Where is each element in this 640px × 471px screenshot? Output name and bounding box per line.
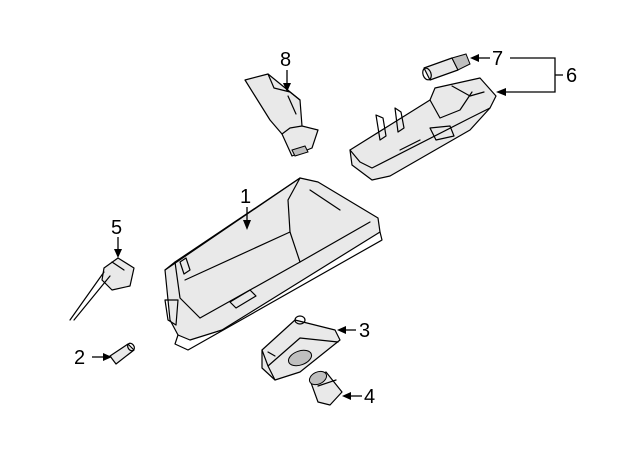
leader-6 <box>496 57 563 96</box>
leader-4 <box>342 392 362 400</box>
callout-7: 7 <box>492 48 503 70</box>
leader-8 <box>283 70 291 92</box>
leader-1 <box>243 207 251 230</box>
callout-1: 1 <box>240 186 251 208</box>
leader-3 <box>337 326 356 334</box>
callout-4: 4 <box>364 386 375 408</box>
part-5-damper[interactable] <box>69 257 135 321</box>
part-2-pin[interactable] <box>109 342 136 365</box>
callout-3: 3 <box>359 320 370 342</box>
part-3-latch-housing[interactable] <box>261 315 341 381</box>
part-7-bulb[interactable] <box>421 53 471 81</box>
leader-5 <box>114 237 122 258</box>
callout-2: 2 <box>74 347 85 369</box>
callout-6: 6 <box>566 65 577 87</box>
part-4-lock-cylinder[interactable] <box>307 369 343 406</box>
part-1-glove-box[interactable] <box>164 177 383 351</box>
part-6-bracket[interactable] <box>349 77 497 181</box>
callout-8: 8 <box>280 49 291 71</box>
part-8-mount-bracket[interactable] <box>244 73 319 157</box>
leader-7 <box>470 54 490 62</box>
callout-5: 5 <box>111 217 122 239</box>
leader-2 <box>92 353 112 361</box>
